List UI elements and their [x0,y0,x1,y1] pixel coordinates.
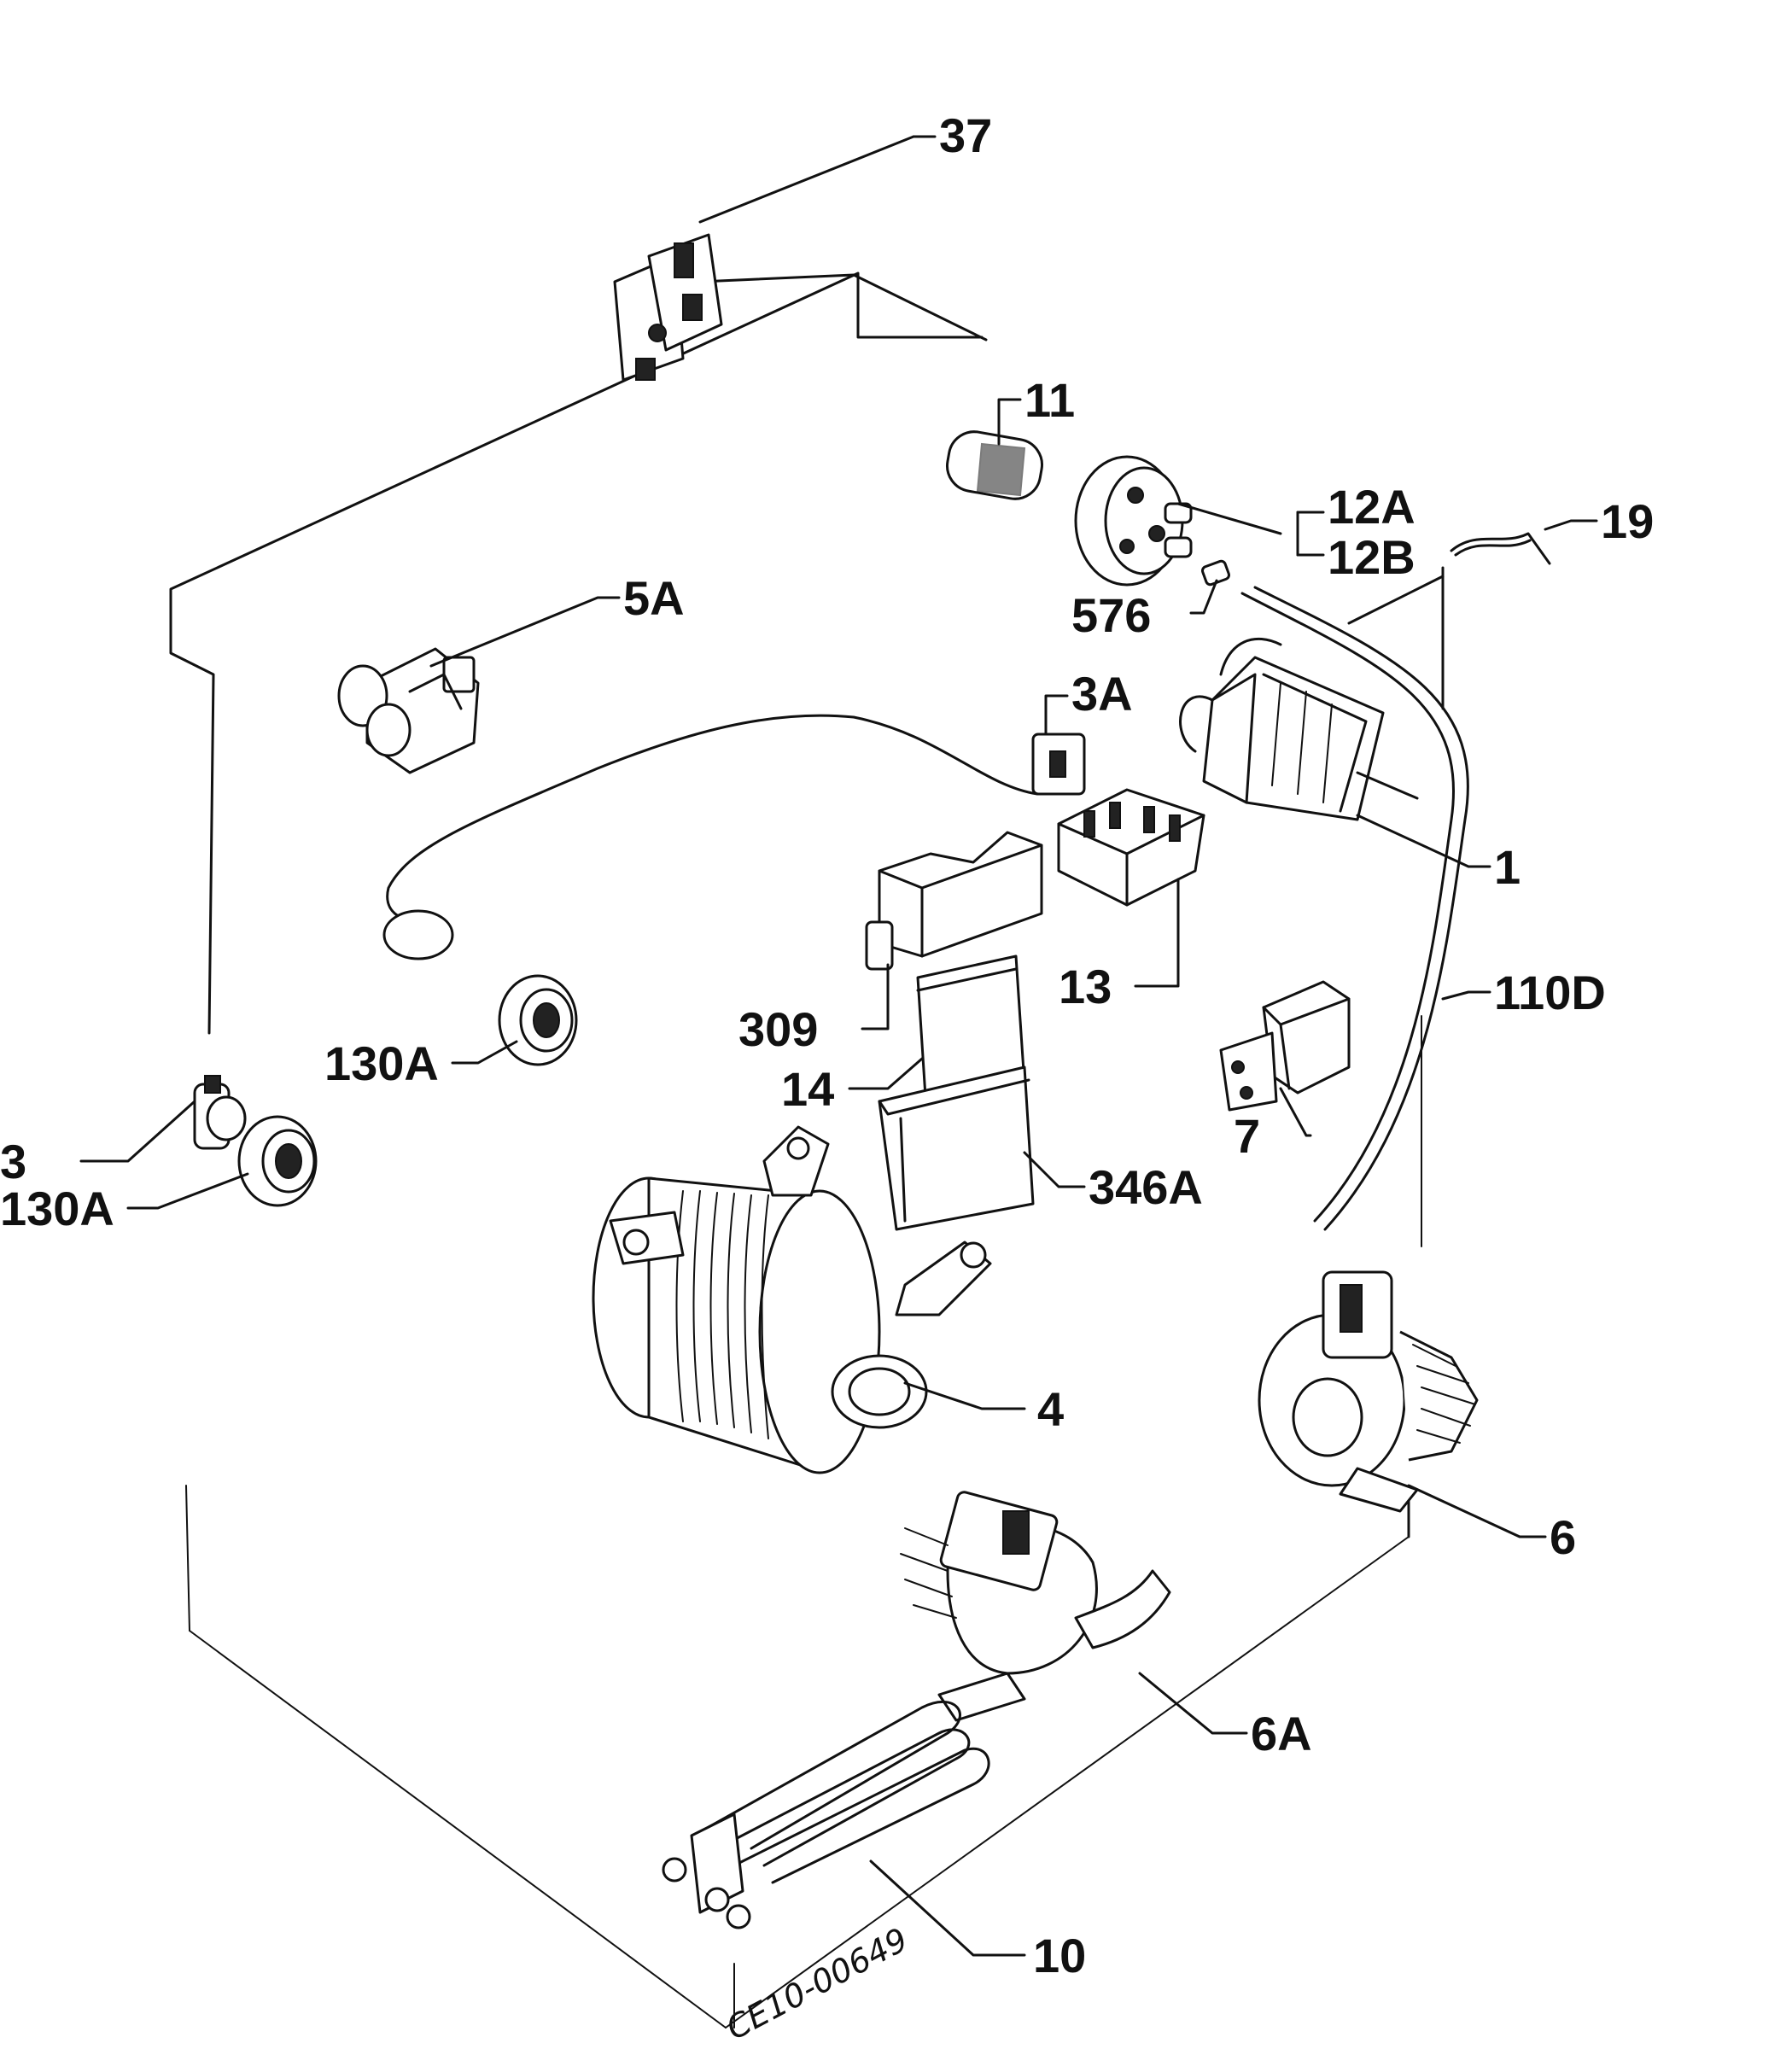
cover-part-309 [865,831,1043,971]
label-130a-upper: 130A [324,1036,439,1090]
label-309: 309 [738,1002,818,1056]
label-130a-lower: 130A [0,1182,114,1235]
label-19: 19 [1601,494,1654,548]
grommet-part-130a-upper [498,974,578,1066]
label-12b: 12B [1328,530,1416,584]
label-4: 4 [1037,1382,1064,1436]
programme-timer-part-1 [1179,637,1419,821]
label-6a: 6A [1251,1707,1312,1760]
label-6: 6 [1550,1510,1576,1564]
label-10: 10 [1033,1929,1086,1982]
label-346a: 346A [1089,1160,1203,1214]
part-labels: 37 11 12A 12B 19 576 5A 3A 1 110D 13 309… [0,108,1654,1982]
thermostat-part-3a [382,714,1086,960]
leader-lines [79,135,1598,1957]
label-7: 7 [1234,1109,1260,1163]
door-interlock-part-37 [613,233,723,382]
housing-part-346a [878,1065,1035,1231]
capacitor-part-11 [946,430,1043,500]
wire-clip-part-19 [1450,532,1551,565]
grommet-part-130a-lower [237,1115,318,1207]
switch-block-part-13 [1057,788,1205,907]
label-14: 14 [781,1062,834,1116]
hose-part-110d [1240,586,1469,1231]
label-576: 576 [1071,588,1151,642]
label-11: 11 [1024,373,1075,427]
label-1: 1 [1494,840,1521,894]
cabinet-outline [169,271,1445,2029]
label-3a: 3A [1071,667,1133,721]
label-110d: 110D [1494,966,1606,1019]
suppressor-part-7 [1219,980,1351,1112]
heating-element-part-10 [662,1701,990,1929]
valve-part-5a [337,647,480,774]
label-37: 37 [939,108,992,162]
nozzle-part-576 [1200,559,1231,587]
label-3: 3 [0,1135,26,1188]
label-5a: 5A [623,571,685,625]
drawing-code: CE10-00649 [721,1920,914,2046]
pump-part-6a [900,1491,1171,1722]
thermostat-part-3 [193,1075,247,1150]
pressure-switch-part-12 [1074,455,1193,587]
drain-pump-part-6 [1258,1270,1479,1513]
motor-part-4 [592,1125,992,1474]
label-13: 13 [1059,960,1112,1013]
label-12a: 12A [1328,480,1416,534]
